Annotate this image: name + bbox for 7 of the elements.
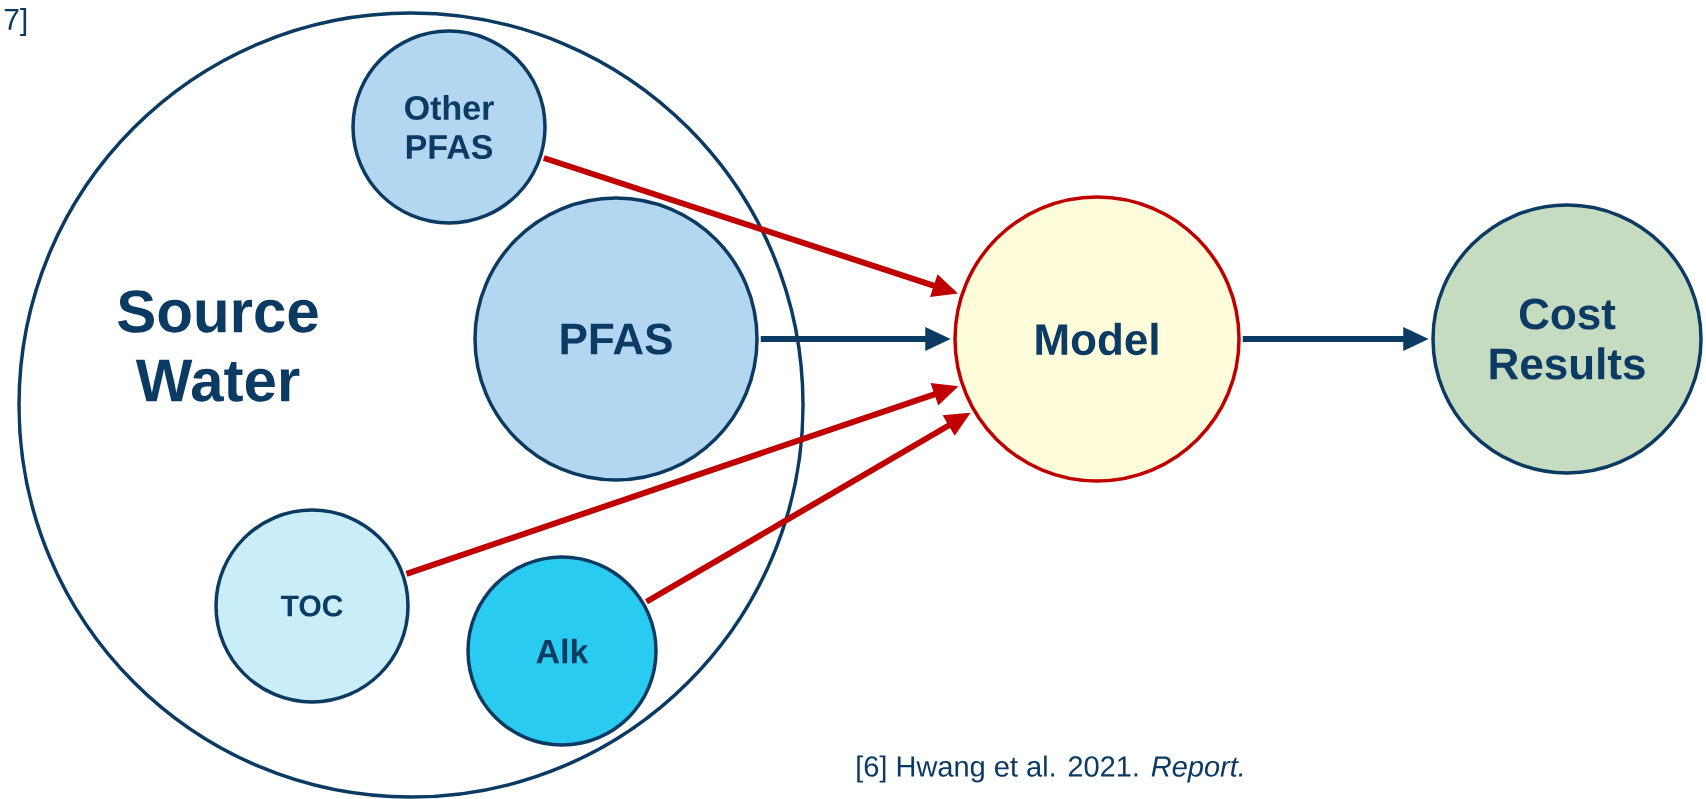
circle-node: Cost Results xyxy=(1431,203,1703,475)
circle-node: Other PFAS xyxy=(351,29,547,225)
circle-node: Alk xyxy=(466,555,658,747)
citation: [6] Hwang et al. 2021. Report. xyxy=(857,755,1243,783)
circle-node: PFAS xyxy=(473,196,759,482)
circle-node: TOC xyxy=(214,508,410,704)
circle-node: Model xyxy=(953,195,1241,483)
